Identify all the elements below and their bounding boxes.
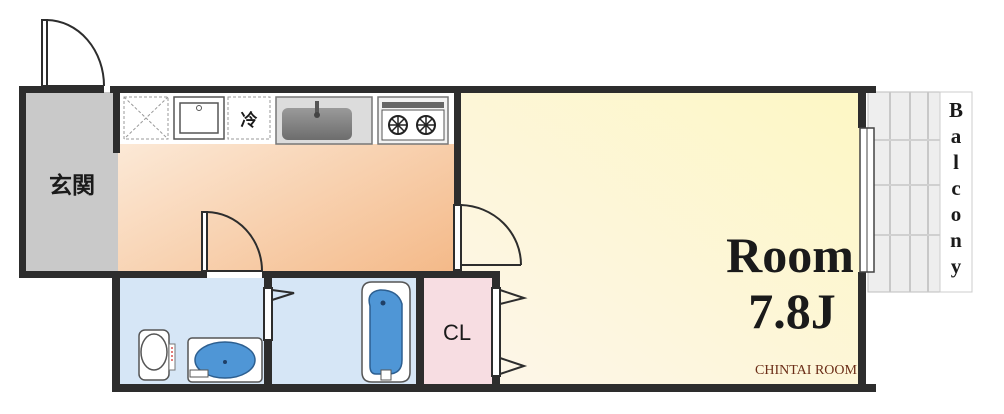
room-size: 7.8J	[748, 283, 836, 339]
washbasin	[173, 96, 225, 140]
walls	[19, 86, 876, 392]
toilet	[138, 329, 176, 381]
balcony-label: B a l c o n y	[949, 98, 963, 278]
fridge-space: 冷	[227, 96, 271, 140]
brand-logo: CHINTAI ROOM	[755, 363, 857, 378]
closet-floor	[424, 278, 494, 384]
kitchen-sink	[275, 96, 373, 145]
doors	[41, 19, 528, 377]
fridge-label: 冷	[241, 110, 258, 131]
balcony-letter: y	[951, 254, 962, 278]
room-floor	[458, 92, 864, 384]
front-door	[41, 19, 105, 87]
closet-label: CL	[443, 320, 471, 345]
balcony	[867, 91, 973, 293]
balcony-letter: o	[951, 202, 962, 226]
balcony-letter: a	[951, 124, 962, 148]
entrance-floor	[25, 92, 118, 272]
bathtub	[361, 281, 411, 383]
bath-door	[201, 211, 263, 272]
room-name: Room	[726, 227, 854, 283]
entrance-label: 玄関	[49, 172, 95, 199]
washer-space	[123, 96, 169, 140]
closet-doors	[491, 287, 528, 377]
stove	[377, 96, 449, 145]
bath-washbasin	[187, 337, 263, 383]
balcony-letter: l	[953, 150, 959, 174]
balcony-letter: c	[951, 176, 960, 200]
balcony-letter: n	[950, 228, 962, 252]
balcony-window	[859, 127, 875, 273]
room-door	[453, 204, 522, 271]
balcony-letter: B	[949, 98, 963, 122]
washroom-door	[263, 287, 295, 341]
